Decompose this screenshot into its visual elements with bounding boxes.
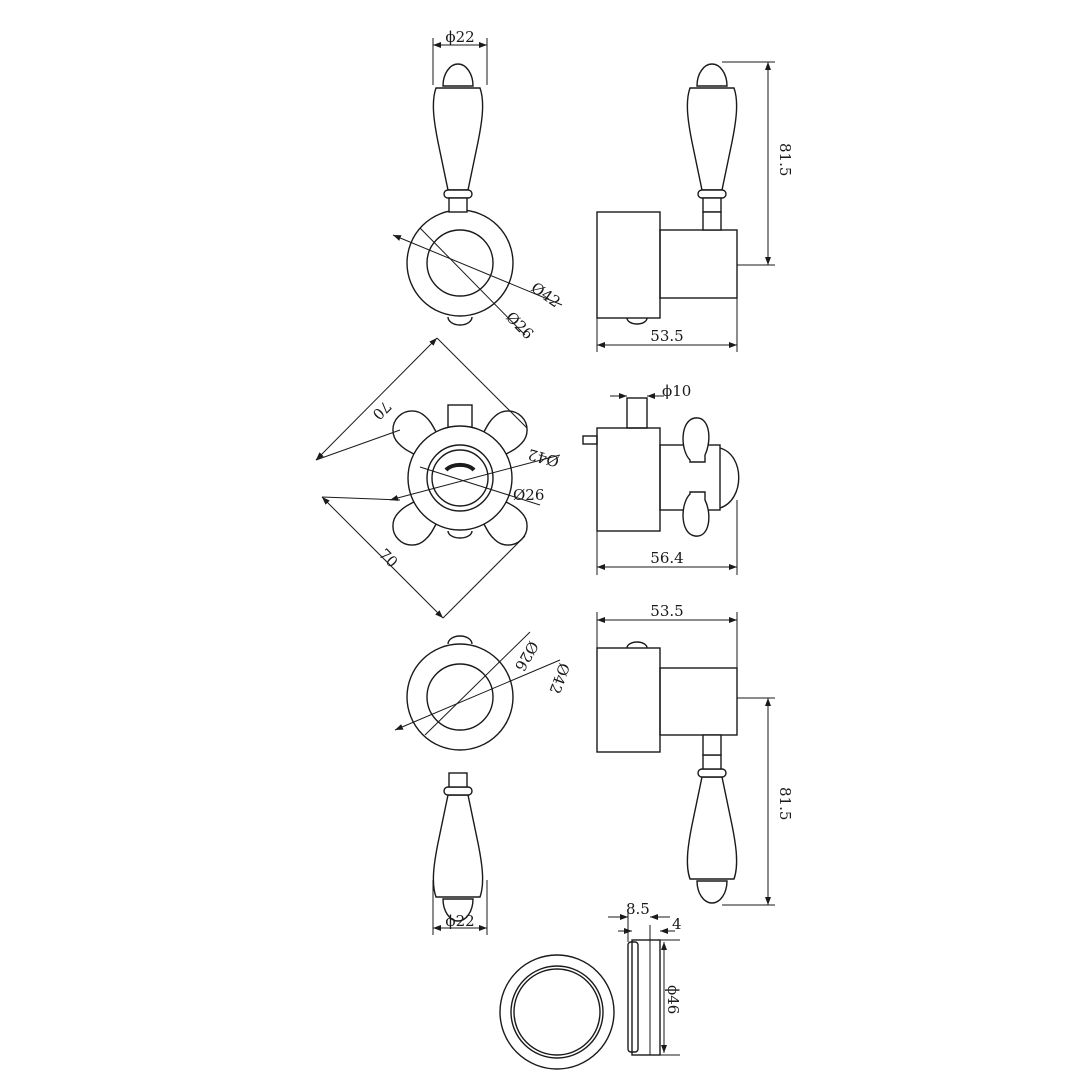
cross-inner-label: Ø26 bbox=[513, 486, 544, 504]
top-lever-outer-label: Ø42 bbox=[528, 279, 564, 312]
bottom-lever-side-view: 53.5 81.5 bbox=[596, 602, 794, 906]
flange-views: 8.5 4 ϕ46 bbox=[499, 900, 682, 1070]
cross-span-label-1: 70 bbox=[369, 397, 395, 423]
flange-diameter-label: ϕ46 bbox=[664, 985, 682, 1014]
bottom-lever-front-view: ϕ22 Ø26 Ø42 bbox=[394, 631, 574, 935]
top-lever-side-view: 81.5 53.5 bbox=[596, 61, 794, 352]
cross-outer-label: Ø42 bbox=[526, 445, 561, 471]
bottom-lever-inner-label: Ø26 bbox=[511, 638, 542, 674]
top-lever-depth-label: 53.5 bbox=[650, 327, 683, 345]
flange-thickness-label: 8.5 bbox=[626, 900, 650, 918]
cross-handle-side-view: ϕ10 56.4 bbox=[582, 382, 740, 575]
cross-depth-label: 56.4 bbox=[650, 549, 683, 567]
bottom-lever-height-label: 81.5 bbox=[776, 787, 794, 820]
top-lever-inner-label: Ø26 bbox=[502, 308, 537, 343]
bottom-lever-depth-label: 53.5 bbox=[650, 602, 683, 620]
bottom-lever-outer-label: Ø42 bbox=[546, 661, 574, 697]
cross-stem-label: ϕ10 bbox=[662, 382, 691, 400]
top-lever-height-label: 81.5 bbox=[776, 143, 794, 176]
cross-handle-front-view: 70 70 Ø42 Ø26 bbox=[315, 337, 561, 619]
flange-step-label: 4 bbox=[672, 915, 682, 933]
cross-span-label-2: 70 bbox=[375, 545, 401, 571]
top-lever-width-label: ϕ22 bbox=[445, 28, 474, 46]
top-lever-front-view: ϕ22 Ø42 Ø26 bbox=[392, 28, 564, 343]
bottom-lever-width-label: ϕ22 bbox=[445, 912, 474, 930]
